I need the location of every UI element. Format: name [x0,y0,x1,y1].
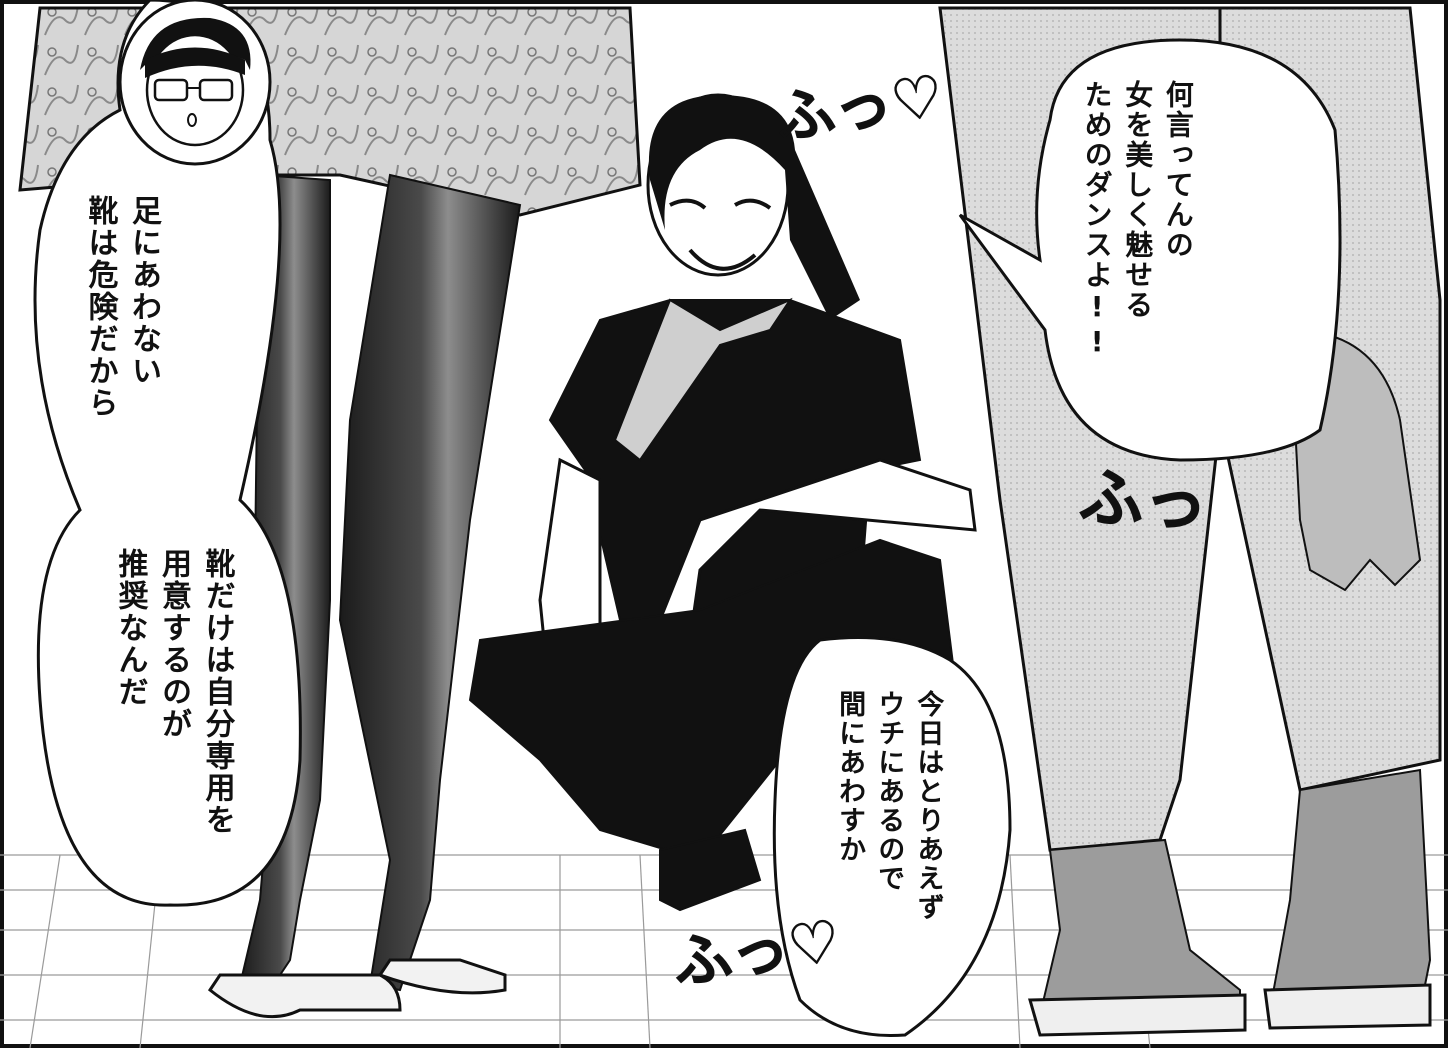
speech-left-top: 足にあわない 靴は危険だから [82,195,162,419]
eye-left [669,198,707,210]
bubble-center-bottom-shape [772,636,1012,1038]
right-arm [658,458,977,643]
right-leg [338,173,522,992]
crouching-woman [468,93,977,912]
left-slipper [207,973,402,1019]
right-slipper-2 [1263,983,1432,1030]
right-slipper-1 [1028,993,1247,1037]
glasses-man-avatar [140,17,251,147]
eye-right [733,198,772,210]
scarf [613,297,793,462]
sfx-right: ふっ [1077,459,1211,544]
smile [688,248,757,271]
speech-right-top: 何言ってんの 女を美しく魅せる ためのダンスよ!! [1080,80,1195,360]
bubble-left-shape [33,0,302,907]
right-slipper [377,958,507,995]
bubble-right-top-shape [958,38,1342,462]
speech-center-bottom: 今日はとりあえず ウチにあるので 間にあわすか [834,690,944,922]
hair [648,95,860,320]
speech-left-bottom: 靴だけは自分専用を 用意するのが 推奨なんだ [112,548,235,836]
shoe [659,828,762,912]
